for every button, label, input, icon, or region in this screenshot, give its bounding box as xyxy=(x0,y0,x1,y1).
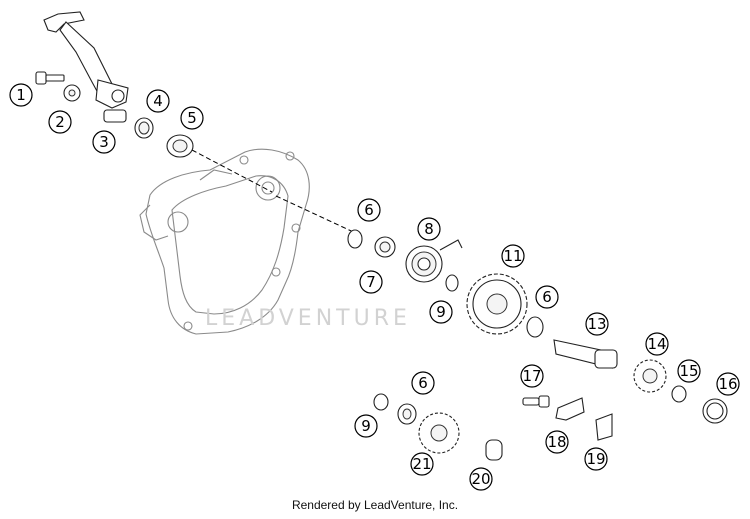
callout-13: 13 xyxy=(585,312,609,336)
callout-8: 8 xyxy=(417,217,441,241)
callout-5: 5 xyxy=(180,106,204,130)
callout-15: 15 xyxy=(677,359,701,383)
svg-text:8: 8 xyxy=(424,220,434,238)
callout-9a: 9 xyxy=(429,300,453,324)
svg-text:18: 18 xyxy=(547,433,566,451)
svg-text:7: 7 xyxy=(366,273,376,291)
callout-6b: 6 xyxy=(535,285,559,309)
svg-text:3: 3 xyxy=(99,133,109,151)
callout-9b: 9 xyxy=(354,414,378,438)
gear-part-21 xyxy=(418,412,460,454)
callout-11: 11 xyxy=(501,244,525,268)
callout-6c: 6 xyxy=(411,371,435,395)
svg-text:5: 5 xyxy=(187,109,197,127)
svg-text:11: 11 xyxy=(503,247,522,265)
callout-18: 18 xyxy=(545,430,569,454)
svg-text:6: 6 xyxy=(418,374,428,392)
washer-part-15 xyxy=(671,385,687,403)
spring-part xyxy=(405,239,463,283)
svg-text:14: 14 xyxy=(647,335,666,353)
svg-text:21: 21 xyxy=(412,455,431,473)
callout-19: 19 xyxy=(584,447,608,471)
svg-text:17: 17 xyxy=(522,367,541,385)
svg-text:16: 16 xyxy=(718,375,737,393)
bolt-part-17 xyxy=(522,395,550,408)
callout-2: 2 xyxy=(48,110,72,134)
leader-line-upper xyxy=(191,149,273,193)
engine-cover xyxy=(139,148,310,335)
watermark: LEADVENTURE xyxy=(205,306,411,331)
svg-text:6: 6 xyxy=(364,201,374,219)
svg-text:2: 2 xyxy=(55,113,65,131)
gear-part-11 xyxy=(466,273,528,335)
callout-6a: 6 xyxy=(357,198,381,222)
leader-line-lower xyxy=(275,195,363,237)
svg-text:6: 6 xyxy=(542,288,552,306)
svg-text:4: 4 xyxy=(153,92,163,110)
washer-part-6a xyxy=(347,229,363,249)
svg-text:19: 19 xyxy=(586,450,605,468)
screw-part xyxy=(35,71,65,85)
pin-part-20 xyxy=(485,439,503,461)
callout-16: 16 xyxy=(716,372,740,396)
callout-1: 1 xyxy=(9,83,33,107)
shaft-part-13 xyxy=(553,339,618,369)
circlip-part-9b xyxy=(373,393,389,411)
callout-7: 7 xyxy=(359,270,383,294)
callout-14: 14 xyxy=(645,332,669,356)
callout-17: 17 xyxy=(520,364,544,388)
svg-text:13: 13 xyxy=(587,315,606,333)
washer-part-6b xyxy=(526,316,544,338)
footer-credit: Rendered by LeadVenture, Inc. xyxy=(291,498,459,512)
kick-starter-lever xyxy=(43,11,129,123)
callout-21: 21 xyxy=(410,452,434,476)
plate-part-18 xyxy=(555,397,585,421)
spring-part-16 xyxy=(702,398,728,424)
svg-text:9: 9 xyxy=(361,417,371,435)
svg-text:20: 20 xyxy=(471,470,490,488)
callout-4: 4 xyxy=(146,89,170,113)
pawl-part-19 xyxy=(595,413,613,441)
svg-text:1: 1 xyxy=(16,86,26,104)
svg-text:9: 9 xyxy=(436,303,446,321)
callout-20: 20 xyxy=(469,467,493,491)
ratchet-gear-part-14 xyxy=(633,359,667,393)
circlip-part-9a xyxy=(445,274,459,292)
callout-3: 3 xyxy=(92,130,116,154)
svg-text:15: 15 xyxy=(679,362,698,380)
